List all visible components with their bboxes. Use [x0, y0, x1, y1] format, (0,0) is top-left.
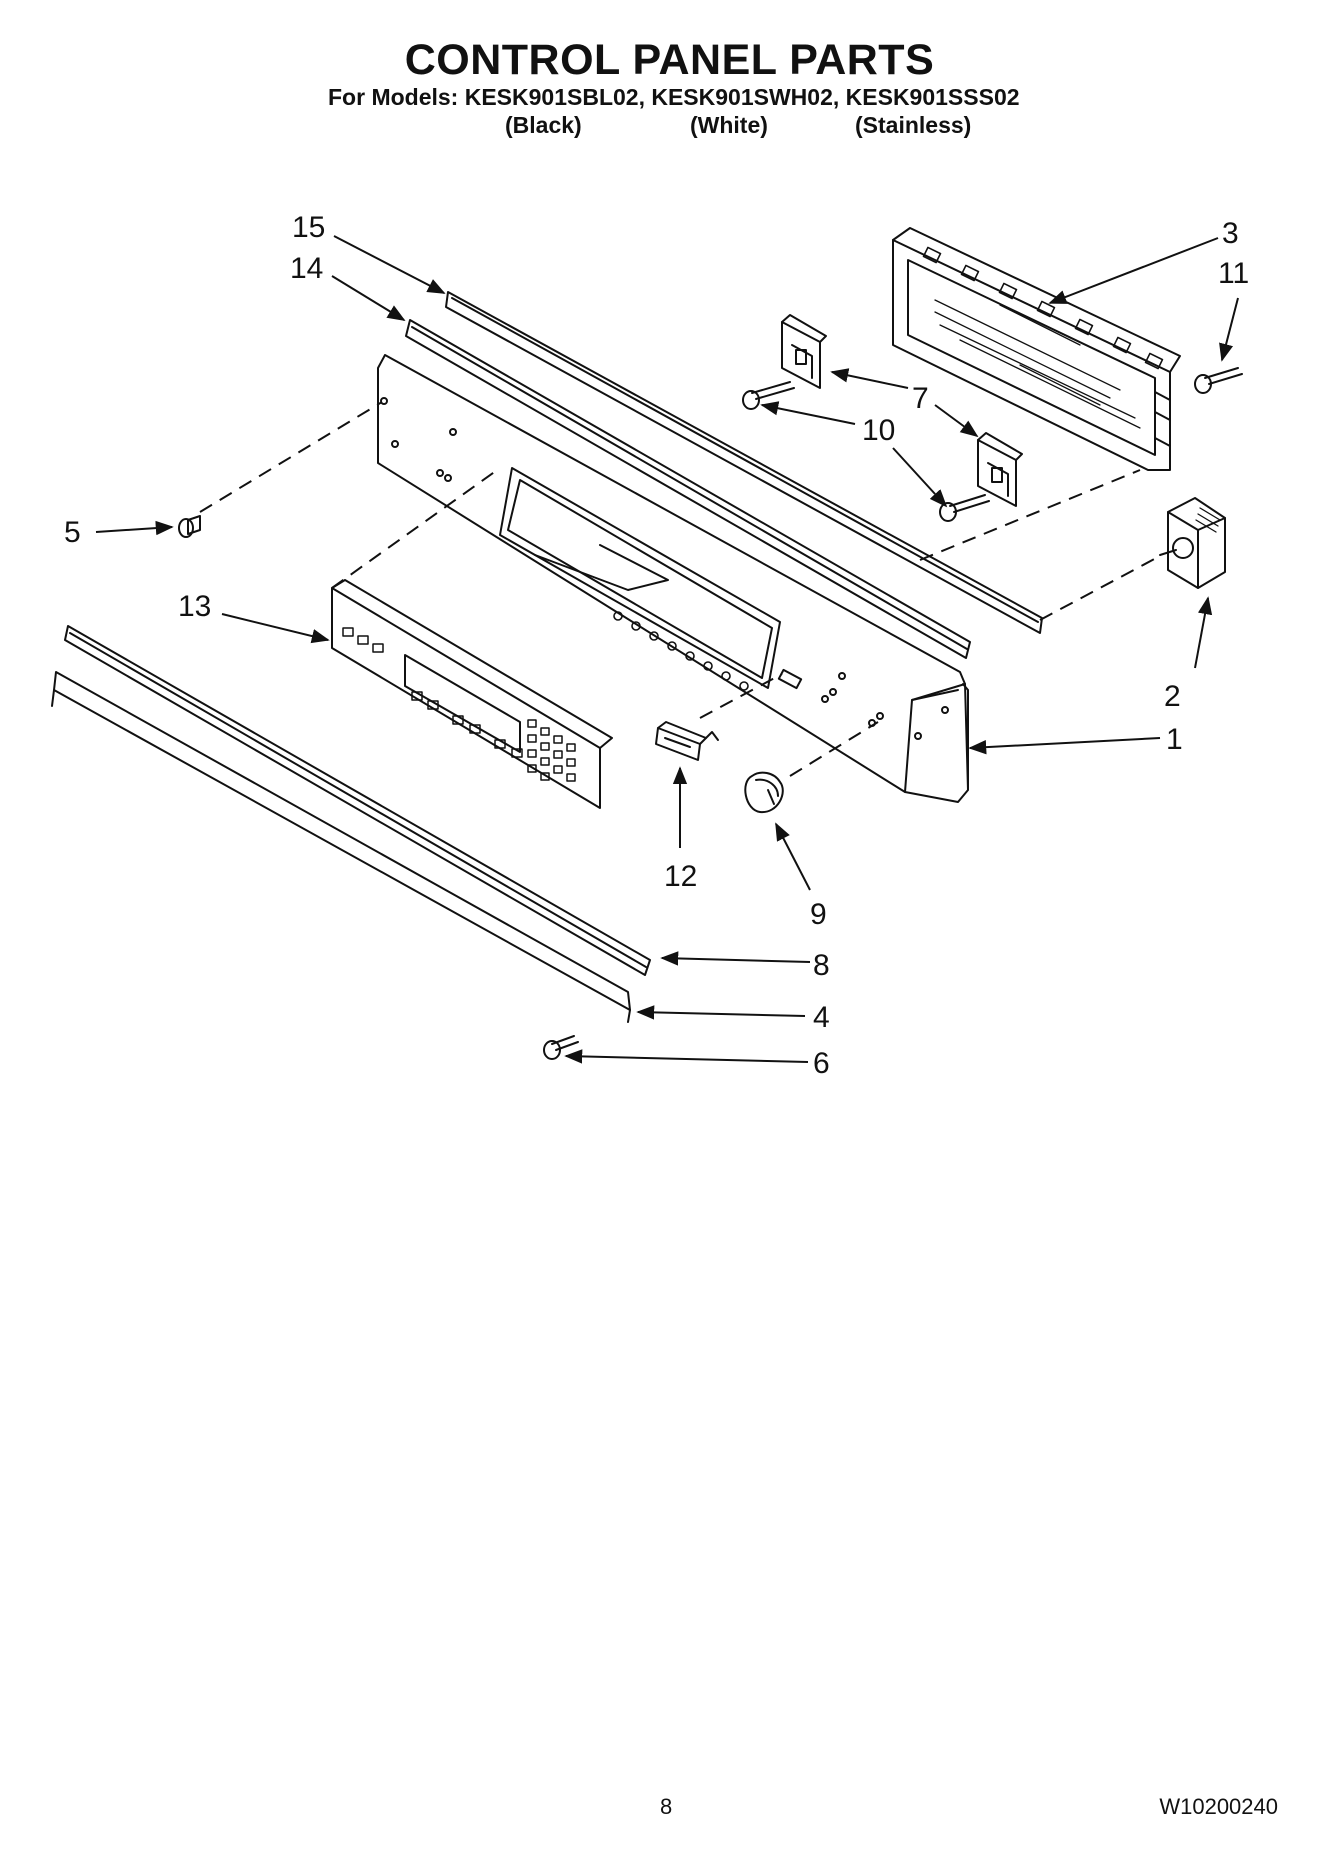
alignment-line-9 — [789, 721, 879, 777]
callout-9: 9 — [810, 898, 827, 931]
color-label-white: (White) — [690, 112, 768, 138]
callout-11: 11 — [1218, 257, 1249, 290]
part-8-trim-rail — [64, 625, 651, 976]
part-4-bottom-trim — [51, 671, 631, 1023]
callout-2: 2 — [1164, 680, 1181, 713]
alignment-line-13 — [331, 467, 501, 589]
part-10-screw-lower — [939, 494, 990, 522]
part-11-screw — [1194, 367, 1243, 394]
part-9-knob — [744, 771, 784, 814]
leader-13 — [221, 613, 330, 644]
part-6-screw — [543, 1035, 579, 1060]
leader-10-upper — [760, 401, 856, 425]
callout-8: 8 — [813, 949, 830, 982]
part-7-bracket-lower — [977, 432, 1023, 507]
callout-13: 13 — [178, 590, 211, 623]
callout-15: 15 — [292, 211, 325, 244]
callout-3: 3 — [1222, 217, 1239, 250]
part-2-rotary-switch — [1159, 497, 1226, 589]
part-12-rocker-switch — [655, 721, 719, 761]
leader-4 — [636, 1005, 806, 1020]
page-number: 8 — [660, 1794, 673, 1819]
alignment-line-2 — [1039, 555, 1161, 621]
leader-14 — [331, 275, 406, 321]
callout-5: 5 — [64, 516, 81, 549]
leader-1 — [968, 737, 1161, 755]
leader-3 — [1048, 237, 1219, 304]
callout-14: 14 — [290, 252, 323, 285]
callout-1: 1 — [1166, 723, 1183, 756]
leader-10-lower — [892, 447, 948, 508]
leader-5 — [95, 520, 174, 536]
leader-2 — [1194, 596, 1213, 669]
leader-6 — [564, 1049, 809, 1064]
callout-10: 10 — [862, 414, 895, 447]
part-14-rail — [405, 319, 971, 659]
leader-7-lower — [934, 404, 979, 438]
color-label-stainless: (Stainless) — [855, 112, 972, 138]
alignment-line-board — [919, 469, 1141, 561]
part-3-control-board — [892, 227, 1181, 471]
leader-11 — [1219, 297, 1239, 362]
callout-12: 12 — [664, 860, 697, 893]
alignment-line-12 — [699, 673, 783, 719]
leader-7-upper — [830, 368, 909, 389]
callout-6: 6 — [813, 1047, 830, 1080]
part-13-touch-panel — [331, 579, 613, 809]
leader-8 — [660, 951, 811, 966]
alignment-line-5 — [199, 401, 383, 513]
document-number: W10200240 — [1159, 1794, 1278, 1819]
models-line: For Models: KESK901SBL02, KESK901SWH02, … — [328, 84, 1020, 110]
page-title: CONTROL PANEL PARTS — [404, 36, 935, 84]
color-label-black: (Black) — [505, 112, 582, 138]
part-15-top-trim — [445, 291, 1043, 634]
part-7-bracket-upper — [781, 314, 827, 389]
part-1-console-housing — [377, 354, 969, 803]
leader-15 — [333, 235, 446, 294]
leader-9 — [775, 822, 811, 891]
part-10-screw-upper — [742, 381, 795, 410]
part-5-screw — [178, 515, 201, 538]
callout-7: 7 — [912, 382, 929, 415]
callout-4: 4 — [813, 1001, 830, 1034]
